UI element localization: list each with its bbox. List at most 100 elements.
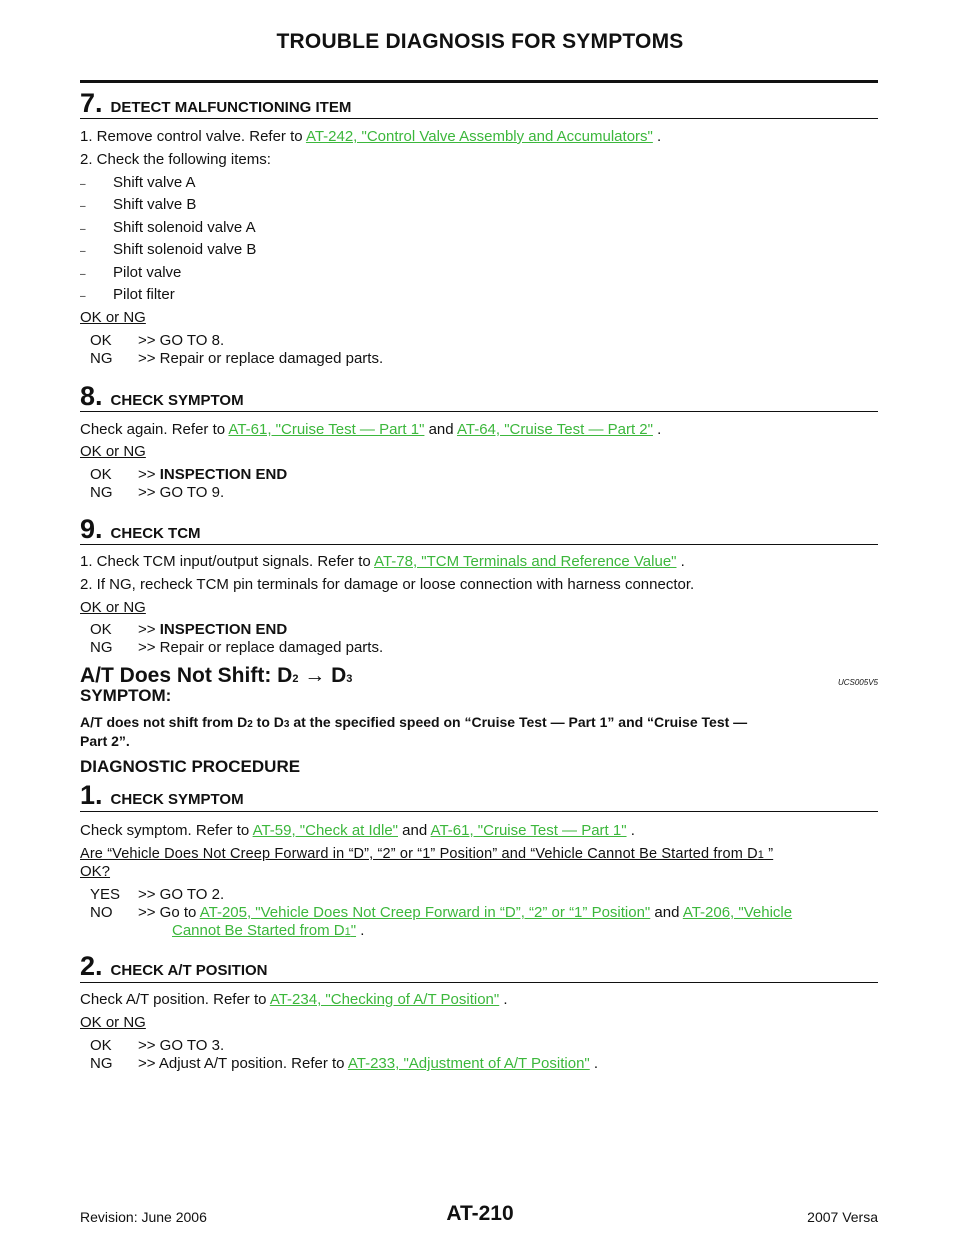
list-item: –Shift valve A	[80, 174, 196, 191]
list-item-text: Shift solenoid valve A	[113, 219, 256, 236]
result-key: NG	[90, 350, 113, 367]
list-item: –Shift solenoid valve A	[80, 219, 256, 236]
result-key: OK	[90, 1037, 112, 1054]
list-item-text: Shift valve A	[113, 174, 196, 191]
reference-link[interactable]: AT-206, "Vehicle	[682, 904, 793, 921]
text: 1. Check TCM input/output signals. Refer…	[80, 553, 375, 570]
step-rule	[80, 544, 878, 545]
result-arrow: >>	[138, 466, 160, 483]
text: .	[356, 922, 365, 939]
result-value: INSPECTION END	[159, 621, 288, 638]
symptom-label: SYMPTOM:	[80, 686, 172, 705]
result-ok: OK >> GO TO 3.	[90, 1037, 888, 1055]
step-rule	[80, 118, 878, 119]
reference-link[interactable]: AT-233, "Adjustment of A/T Position"	[347, 1055, 590, 1072]
result-value: >> GO TO 8.	[138, 332, 225, 349]
footer-revision: Revision: June 2006	[80, 1209, 207, 1225]
step-8-heading: 8.CHECK SYMPTOM	[80, 381, 878, 412]
result-key: NO	[90, 904, 113, 921]
arrow-text: → D	[298, 664, 347, 687]
result-ng: NG>> Repair or replace damaged parts.	[90, 639, 888, 657]
text: .	[652, 128, 662, 145]
ok-or-ng-label: OK or NG	[80, 1014, 146, 1031]
step-title: CHECK TCM	[110, 525, 201, 542]
list-item-text: Shift solenoid valve B	[113, 241, 257, 258]
section-code: UCS005V5	[837, 678, 878, 687]
reference-link[interactable]: AT-64, "Cruise Test — Part 2"	[456, 421, 653, 438]
list-item: –Shift solenoid valve B	[80, 241, 257, 258]
reference-link[interactable]: AT-59, "Check at Idle"	[252, 822, 398, 839]
instruction-line: Check A/T position. Refer to AT-234, "Ch…	[80, 991, 878, 1009]
result-ng: NG >> Repair or replace damaged parts.	[90, 350, 888, 368]
procedure-step-2-heading: 2.CHECK A/T POSITION	[80, 951, 878, 982]
result-arrow: >>	[138, 621, 160, 638]
reference-link[interactable]: AT-61, "Cruise Test — Part 1"	[228, 421, 425, 438]
subscript: 3	[346, 673, 353, 685]
text: to D	[252, 714, 284, 730]
result-value: >> GO TO 2.	[138, 886, 225, 903]
subscript: 2	[292, 673, 299, 685]
ok-or-ng-label: OK or NG	[80, 599, 146, 616]
instruction-line: 2. If NG, recheck TCM pin terminals for …	[80, 576, 695, 593]
result-ng: NG>> GO TO 9.	[90, 484, 888, 502]
step-rule	[80, 411, 878, 412]
list-item-text: Pilot filter	[113, 286, 175, 303]
text: .	[589, 1055, 599, 1072]
instruction-line: 1. Check TCM input/output signals. Refer…	[80, 553, 878, 571]
subscript: 1	[757, 849, 765, 861]
step-title: CHECK SYMPTOM	[110, 392, 244, 409]
subscript: 3	[283, 719, 290, 730]
reference-link[interactable]: Cannot Be Started from D1"	[172, 922, 356, 939]
step-title: DETECT MALFUNCTIONING ITEM	[110, 99, 352, 116]
instruction-line: Check symptom. Refer to AT-59, "Check at…	[80, 822, 878, 840]
list-item: –Shift valve B	[80, 196, 197, 213]
result-no-cont: Cannot Be Started from D1" .	[172, 922, 960, 941]
text: >> Go to	[138, 904, 200, 921]
ok-or-ng-label: OK or NG	[80, 309, 146, 326]
text: Check symptom. Refer to	[80, 822, 253, 839]
text: ”	[764, 846, 774, 862]
reference-link[interactable]: AT-234, "Checking of A/T Position"	[269, 991, 500, 1008]
instruction-line: 2. Check the following items:	[80, 151, 271, 168]
text: Are “Vehicle Does Not Creep Forward in “…	[80, 846, 758, 862]
section-title-text: A/T Does Not Shift: D	[80, 664, 293, 687]
text: Check again. Refer to	[80, 421, 229, 438]
question-line-2: OK?	[80, 863, 111, 880]
page-header-title: TROUBLE DIAGNOSIS FOR SYMPTOMS	[276, 30, 684, 53]
result-value: >> Repair or replace damaged parts.	[138, 350, 384, 367]
text: and	[424, 421, 457, 438]
result-ng: NG >> Adjust A/T position. Refer to AT-23…	[90, 1055, 888, 1073]
result-ok: OK>> INSPECTION END	[90, 466, 888, 484]
reference-link[interactable]: AT-78, "TCM Terminals and Reference Valu…	[374, 553, 677, 570]
list-item: –Pilot filter	[80, 286, 175, 303]
result-yes: YES>> GO TO 2.	[90, 886, 888, 904]
result-value: INSPECTION END	[159, 466, 288, 483]
link-text: Cannot Be Started from D	[172, 922, 345, 939]
reference-link[interactable]: AT-61, "Cruise Test — Part 1"	[430, 822, 627, 839]
reference-link[interactable]: AT-205, "Vehicle Does Not Creep Forward …	[199, 904, 651, 921]
text: .	[499, 991, 508, 1008]
result-value: >> GO TO 3.	[138, 1037, 225, 1054]
step-9-heading: 9. CHECK TCM	[80, 514, 878, 545]
symptom-line-2: Part 2”.	[80, 733, 130, 749]
ok-or-ng-label: OK or NG	[80, 443, 146, 460]
result-key: OK	[90, 332, 112, 349]
header-rule	[80, 80, 878, 83]
step-number: 9.	[80, 514, 103, 544]
procedure-label: DIAGNOSTIC PROCEDURE	[80, 757, 301, 776]
step-7-heading: 7. DETECT MALFUNCTIONING ITEM	[80, 88, 878, 119]
subscript: 2	[247, 719, 253, 730]
step-number: 7.	[80, 88, 103, 118]
result-key: NG	[90, 1055, 113, 1072]
result-key: OK	[90, 621, 112, 638]
text: >> Adjust A/T position. Refer to	[138, 1055, 348, 1072]
step-rule	[80, 811, 878, 812]
list-item-text: Pilot valve	[113, 264, 182, 281]
symptom-line: A/T does not shift from D2 to D3 at the …	[80, 714, 878, 730]
text: 1. Remove control valve. Refer to	[80, 128, 306, 145]
result-ok: OK >> INSPECTION END	[90, 621, 888, 639]
text: Check A/T position. Refer to	[80, 991, 270, 1008]
reference-link[interactable]: AT-242, "Control Valve Assembly and Accu…	[305, 128, 653, 145]
subscript: 1	[344, 926, 351, 938]
text: .	[626, 822, 635, 839]
